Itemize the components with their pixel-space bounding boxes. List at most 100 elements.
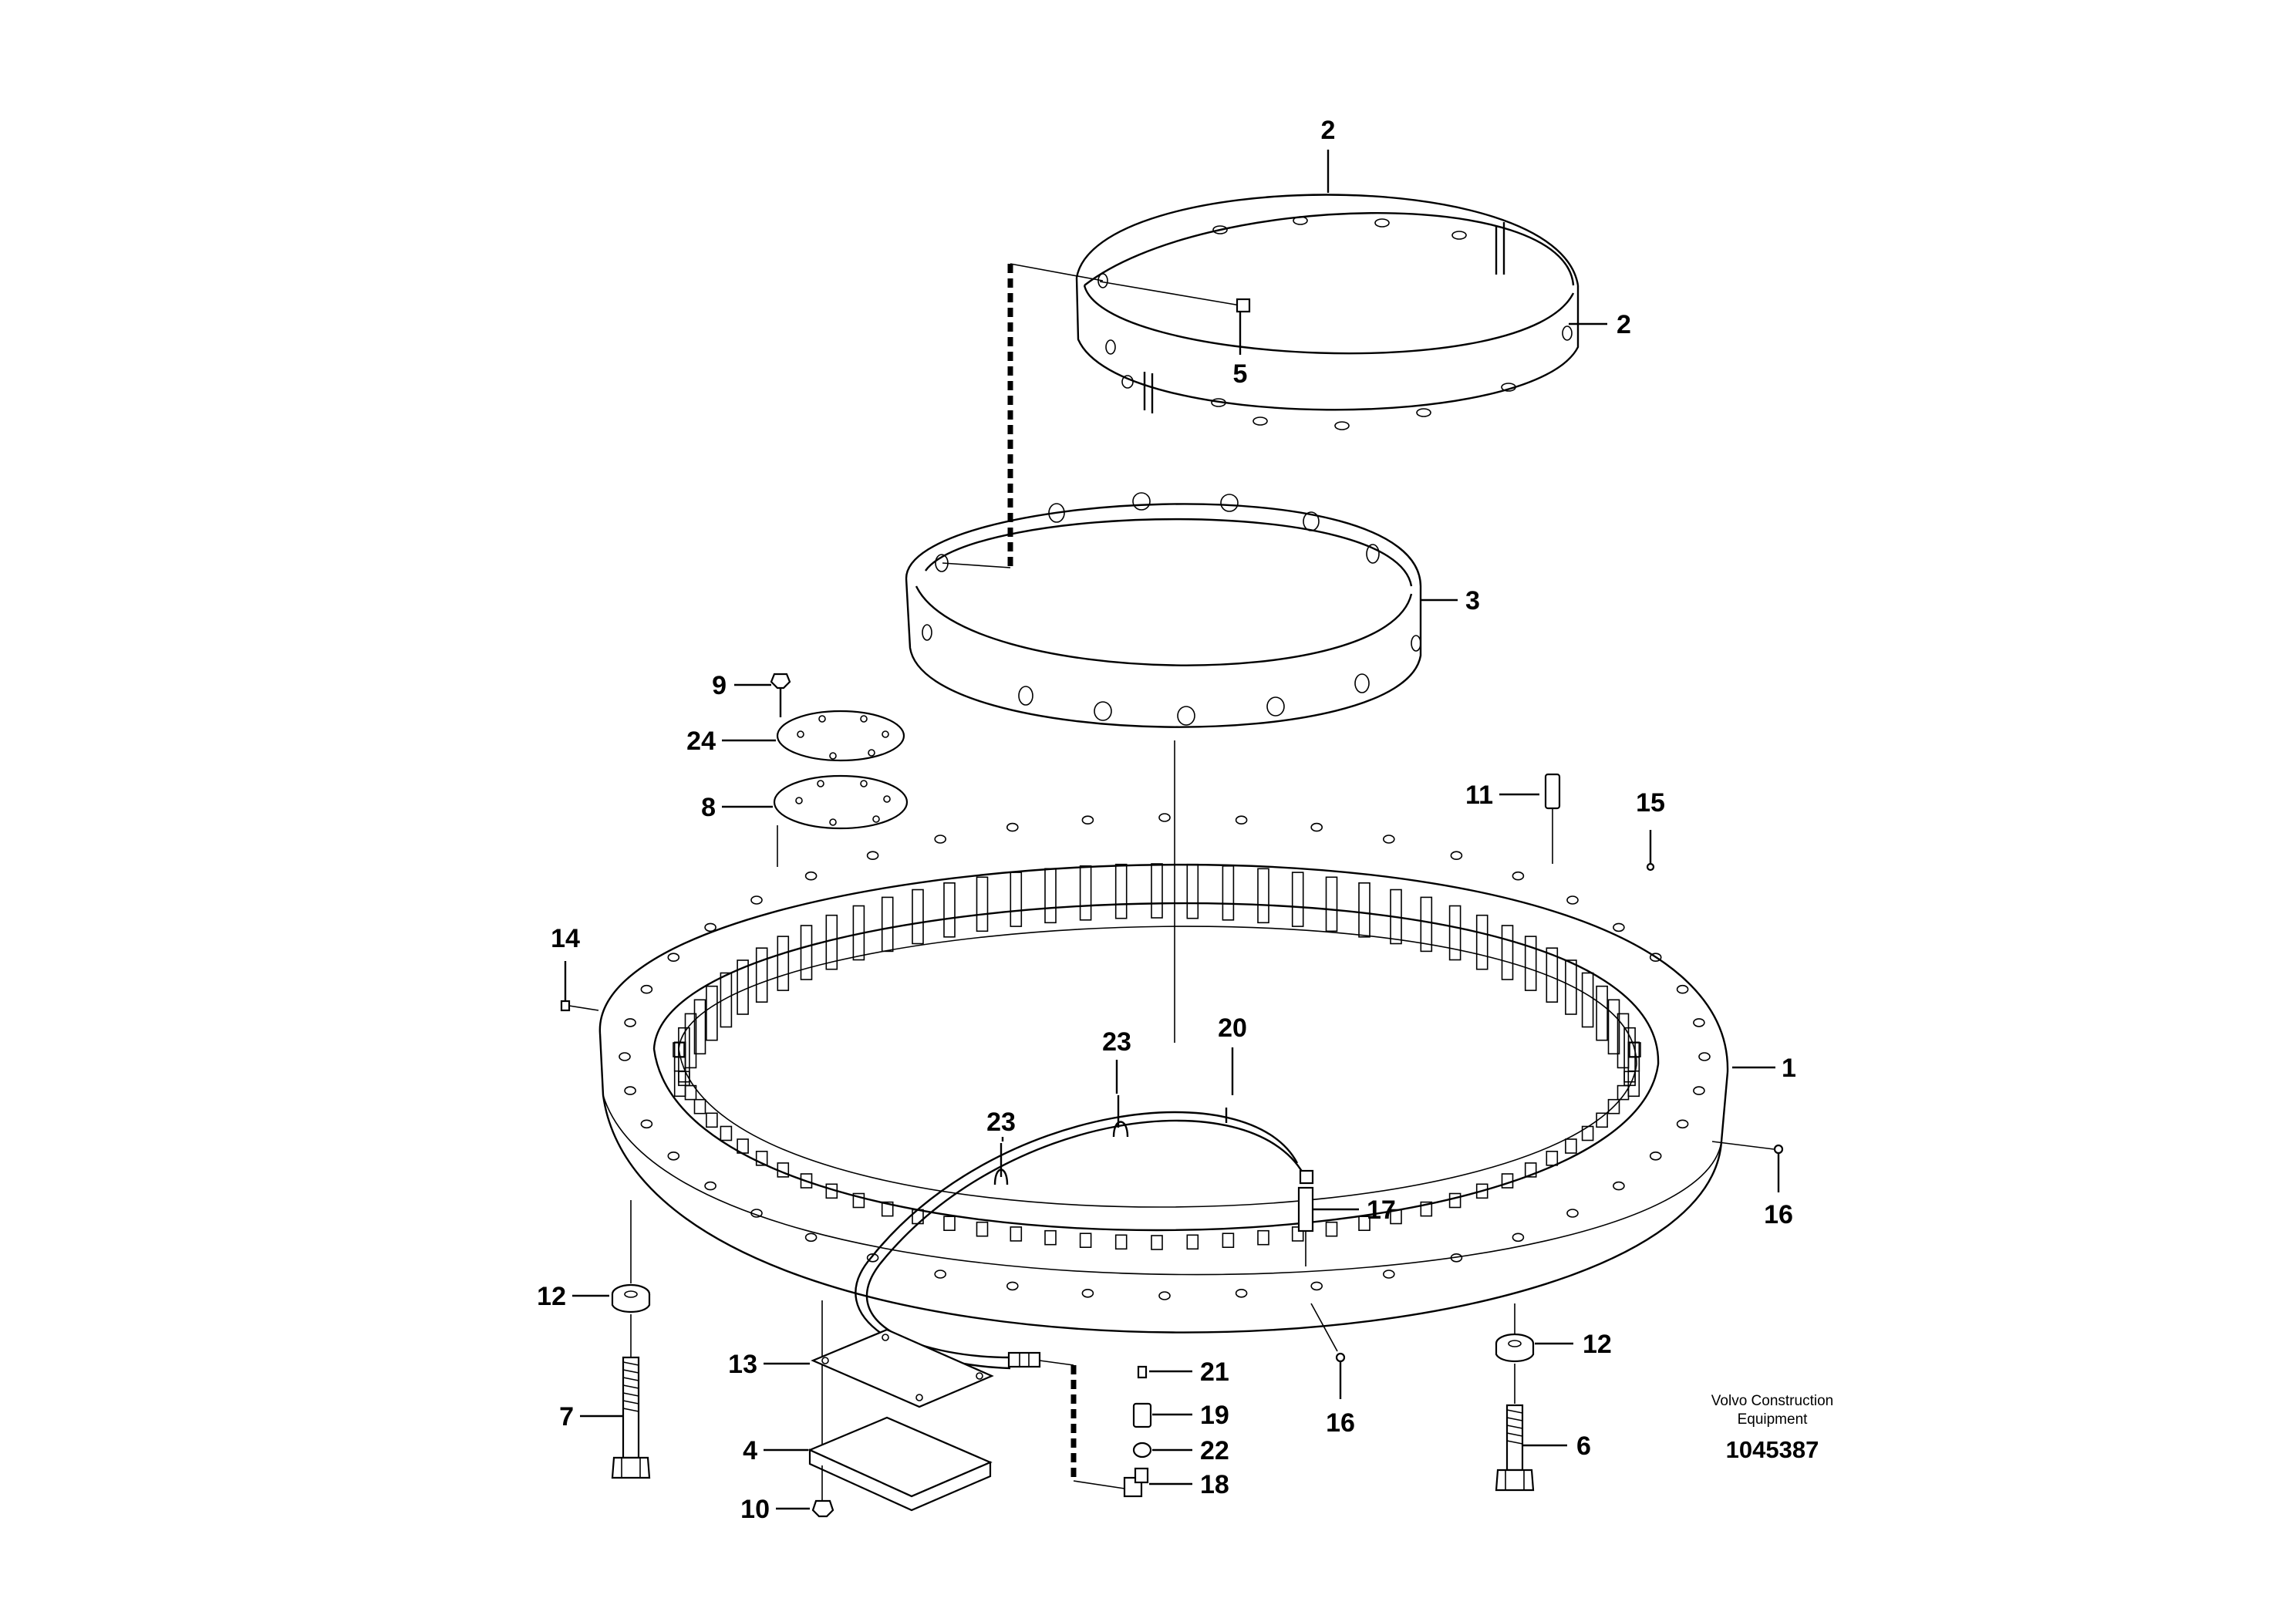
plug-part-16-bottom: [1310, 1303, 1346, 1399]
gear-tooth: [1546, 1151, 1559, 1166]
gear-tooth: [1623, 1027, 1636, 1083]
gear-tooth: [1565, 1138, 1577, 1154]
gear-tooth: [881, 896, 894, 953]
bolt-hole: [1693, 1018, 1705, 1027]
callout-18: 18: [1200, 1470, 1229, 1499]
callout-7: 7: [559, 1402, 574, 1431]
callout-16-right: 16: [1764, 1200, 1793, 1229]
bolt-part-5: [1099, 281, 1251, 355]
callout-20: 20: [1218, 1013, 1247, 1043]
pin-part-11: [1499, 773, 1561, 864]
gear-tooth: [1546, 947, 1559, 1003]
bolt-hole: [1383, 1270, 1395, 1279]
gear-tooth: [912, 889, 924, 945]
callout-23-left: 23: [986, 1108, 1016, 1137]
plug-part-14: [560, 961, 599, 1012]
callout-9: 9: [712, 671, 727, 700]
gear-tooth: [1222, 865, 1235, 921]
gear-tooth: [800, 925, 813, 980]
fittings-leader-top: [1039, 1360, 1074, 1366]
gear-tooth: [1475, 1183, 1489, 1199]
gear-tooth: [1596, 1112, 1608, 1128]
callout-2-top: 2: [1321, 116, 1336, 145]
shim-ring-part-2: [1075, 194, 1580, 430]
gear-tooth: [1079, 1233, 1092, 1248]
bolt-hole: [1676, 1119, 1689, 1129]
bolt-part-9: [770, 673, 791, 867]
gear-tooth: [1257, 868, 1269, 924]
bolt-thread: [622, 1377, 639, 1381]
gear-tooth: [1151, 1235, 1163, 1250]
gear-tooth: [825, 914, 838, 970]
gear-tooth: [1524, 936, 1537, 991]
callout-14: 14: [551, 924, 580, 953]
alignment-leader: [942, 263, 1175, 1043]
gear-tooth: [1390, 1209, 1402, 1225]
gear-tooth: [1044, 1229, 1057, 1246]
gear-tooth: [881, 1201, 894, 1217]
gear-tooth: [852, 1192, 865, 1209]
bolt-hole: [1158, 813, 1171, 822]
gear-tooth: [684, 1013, 697, 1069]
gear-tooth: [1325, 876, 1338, 932]
gear-tooth: [1291, 872, 1304, 927]
gear-tooth: [825, 1183, 838, 1199]
callout-1: 1: [1782, 1054, 1796, 1083]
bolt-hole: [1235, 815, 1248, 824]
bolt-thread: [622, 1392, 639, 1397]
bolt-hole: [1566, 895, 1579, 905]
bolt-part-10: [776, 1465, 834, 1518]
fittings-leader-bottom: [1073, 1480, 1125, 1489]
callout-8: 8: [701, 793, 716, 822]
bolt-hole: [667, 953, 680, 962]
bolt-hole: [1158, 1291, 1171, 1300]
callout-10: 10: [740, 1495, 770, 1524]
gear-tooth: [1358, 882, 1371, 938]
callout-labels: 2 2 5 3 9 24 8 11 15 14 1 20 23 23 17 16…: [537, 116, 1796, 1524]
gear-tooth: [673, 1041, 686, 1098]
gear-tooth: [720, 1125, 733, 1141]
gear-tooth: [777, 1162, 790, 1178]
bolt-hole: [1512, 1233, 1525, 1243]
company-name-line-1: Volvo Construction: [1711, 1393, 1833, 1409]
gear-tooth: [1501, 1173, 1514, 1189]
gear-tooth: [1044, 868, 1057, 924]
bolt-thread: [622, 1369, 639, 1374]
elbow-part-18: [1123, 1467, 1192, 1498]
gear-tooth: [693, 1098, 706, 1114]
bolt-hole: [1698, 1052, 1711, 1061]
slewing-ring-part-1: [598, 813, 1729, 1334]
gear-tooth: [1607, 1098, 1620, 1114]
bolt-part-6: [1495, 1364, 1567, 1492]
callout-17: 17: [1367, 1195, 1396, 1225]
gear-tooth: [1617, 1084, 1630, 1101]
bolt-hole: [1566, 1209, 1579, 1218]
gear-tooth: [1010, 872, 1023, 927]
gear-tooth: [720, 972, 733, 1028]
bolt-hole: [804, 1233, 818, 1243]
clip-part-23-b: [993, 1143, 1009, 1185]
gear-tooth: [1448, 905, 1462, 961]
plug-part-15: [1646, 830, 1655, 872]
bolt-hole: [804, 871, 818, 881]
callout-12-left: 12: [537, 1282, 566, 1311]
gear-tooth: [1607, 999, 1620, 1055]
clip-part-23-a: [1112, 1095, 1129, 1138]
gear-tooth: [777, 936, 790, 991]
seal-part-22: [1132, 1442, 1192, 1458]
gear-tooth: [737, 1138, 749, 1154]
spacer-ring-part-3: [905, 492, 1422, 728]
bolt-hole: [1512, 871, 1525, 881]
callout-4: 4: [743, 1436, 757, 1465]
bolt-hole: [1310, 822, 1323, 832]
adapter-part-19: [1132, 1402, 1192, 1428]
bolt-hole: [1235, 1289, 1248, 1298]
callout-11: 11: [1465, 781, 1493, 810]
fitting-part-17: [1297, 1169, 1359, 1266]
gear-tooth: [1390, 889, 1402, 945]
ring-bolt-holes: [619, 813, 1711, 1300]
gear-tooth: [1565, 959, 1577, 1015]
gear-tooth: [1114, 863, 1128, 919]
callout-15: 15: [1636, 788, 1665, 818]
gear-tooth: [678, 1071, 690, 1087]
